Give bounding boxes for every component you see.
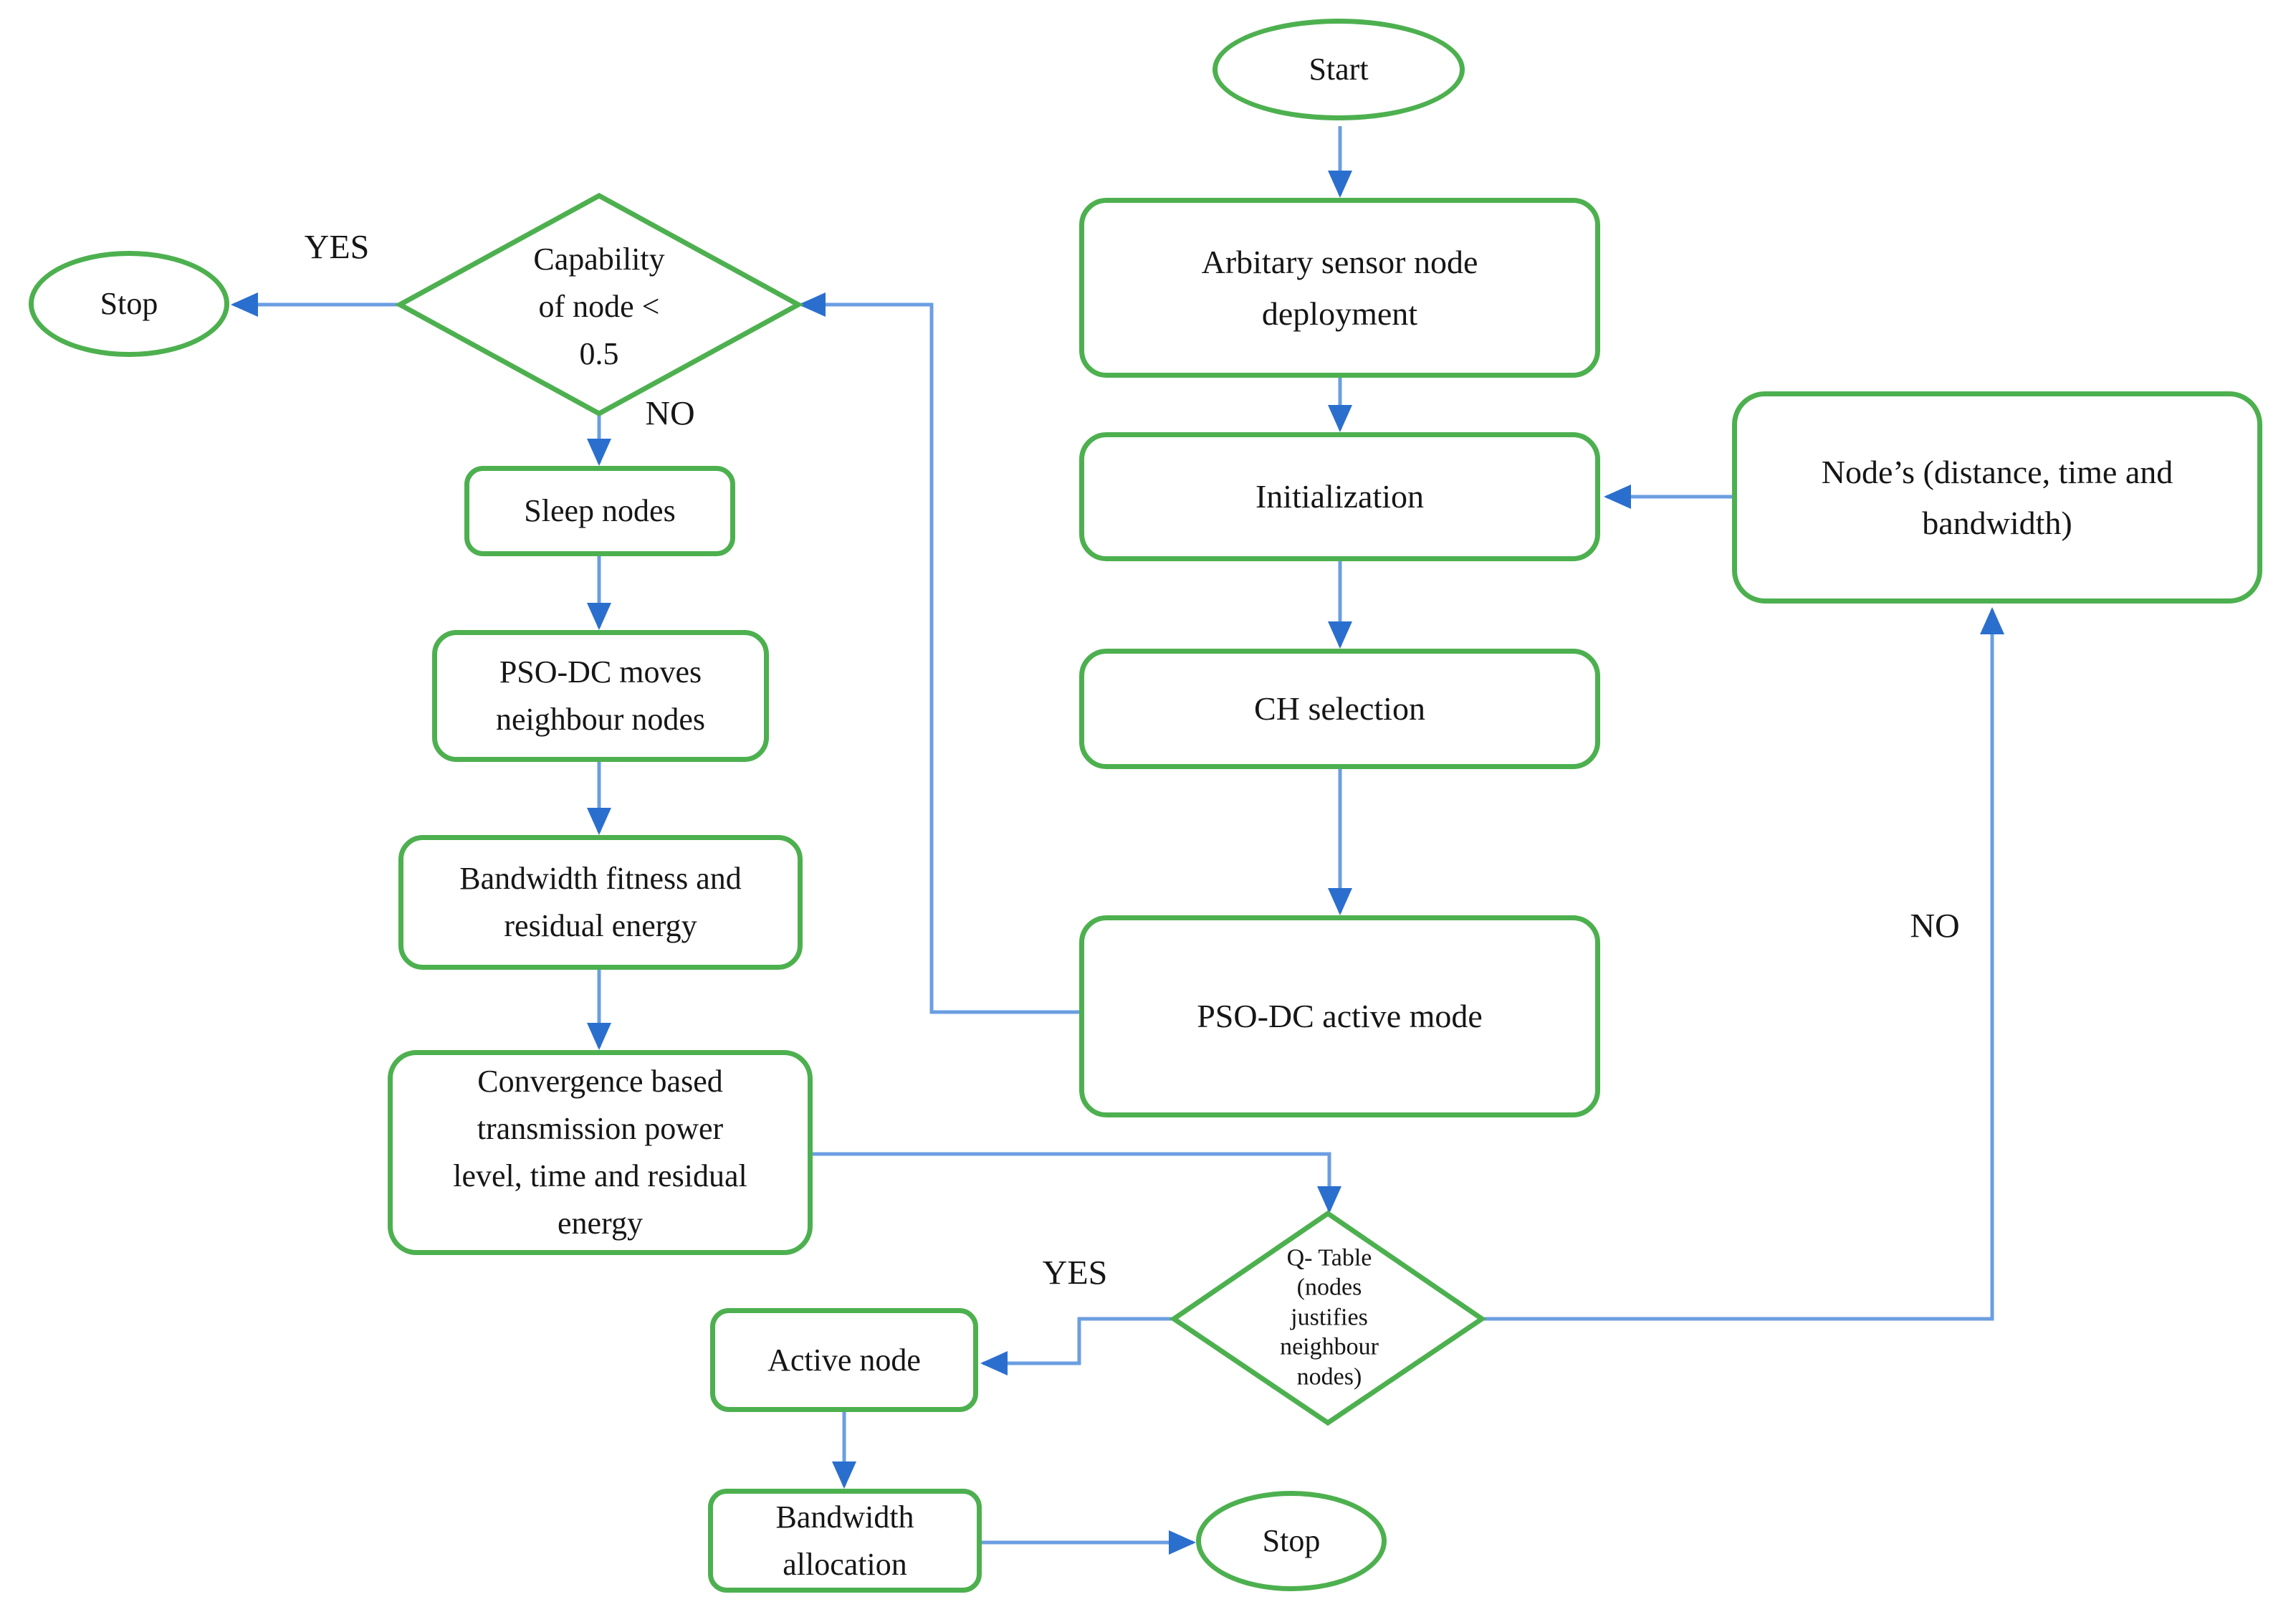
stop-left-label: Stop bbox=[100, 286, 158, 321]
process-initialization: Initialization bbox=[1079, 432, 1600, 561]
process-bandwidth-fitness: Bandwidth fitness and residual energy bbox=[398, 835, 803, 970]
qtable-no-label: NO bbox=[1910, 907, 1960, 945]
stop-bottom-terminal: Stop bbox=[1196, 1491, 1387, 1591]
arrow-pso-active-to-capability bbox=[798, 292, 1079, 1014]
arrow-convergence-to-qtable bbox=[813, 1152, 1341, 1213]
arrow-qtable-yes-to-active-node bbox=[980, 1317, 1172, 1375]
qtable-decision-label: Q- Table (nodes justifies neighbour node… bbox=[1280, 1244, 1379, 1391]
qtable-yes-label: YES bbox=[1042, 1254, 1108, 1292]
sleep-nodes-label: Sleep nodes bbox=[524, 493, 676, 528]
start-terminal: Start bbox=[1212, 19, 1465, 120]
arrow-qtable-no-to-nodes-info bbox=[1481, 607, 2004, 1321]
process-sleep-nodes: Sleep nodes bbox=[464, 466, 735, 556]
pso-active-mode-label: PSO-DC active mode bbox=[1197, 998, 1483, 1035]
nodes-info-label: Node’s (distance, time and bandwidth) bbox=[1821, 453, 2173, 541]
qtable-decision-diamond bbox=[1169, 1210, 1487, 1426]
process-active-node: Active node bbox=[710, 1308, 978, 1412]
initialization-label: Initialization bbox=[1255, 478, 1425, 515]
start-label: Start bbox=[1309, 52, 1369, 87]
stop-bottom-label: Stop bbox=[1262, 1523, 1321, 1558]
capability-yes-label: YES bbox=[304, 228, 370, 267]
active-node-label: Active node bbox=[767, 1342, 921, 1378]
process-arbitrary-deployment: Arbitary sensor node deployment bbox=[1079, 198, 1600, 378]
process-nodes-info: Node’s (distance, time and bandwidth) bbox=[1732, 391, 2262, 604]
ch-selection-label: CH selection bbox=[1254, 690, 1425, 728]
arbitrary-deployment-label: Arbitary sensor node deployment bbox=[1201, 244, 1478, 332]
process-ch-selection: CH selection bbox=[1079, 649, 1600, 769]
convergence-label: Convergence based transmission power lev… bbox=[453, 1064, 747, 1241]
bandwidth-fitness-label: Bandwidth fitness and residual energy bbox=[459, 861, 742, 943]
capability-decision-label: Capability of node < 0.5 bbox=[533, 242, 665, 371]
process-bandwidth-allocation: Bandwidth allocation bbox=[708, 1489, 982, 1593]
process-pso-active-mode: PSO-DC active mode bbox=[1079, 915, 1600, 1117]
stop-left-terminal: Stop bbox=[29, 251, 229, 357]
process-pso-moves: PSO-DC moves neighbour nodes bbox=[432, 630, 769, 762]
pso-moves-label: PSO-DC moves neighbour nodes bbox=[495, 654, 706, 737]
capability-decision-diamond bbox=[394, 193, 804, 416]
bandwidth-allocation-label: Bandwidth allocation bbox=[775, 1499, 914, 1582]
capability-no-label: NO bbox=[645, 394, 695, 433]
process-convergence: Convergence based transmission power lev… bbox=[388, 1050, 813, 1255]
